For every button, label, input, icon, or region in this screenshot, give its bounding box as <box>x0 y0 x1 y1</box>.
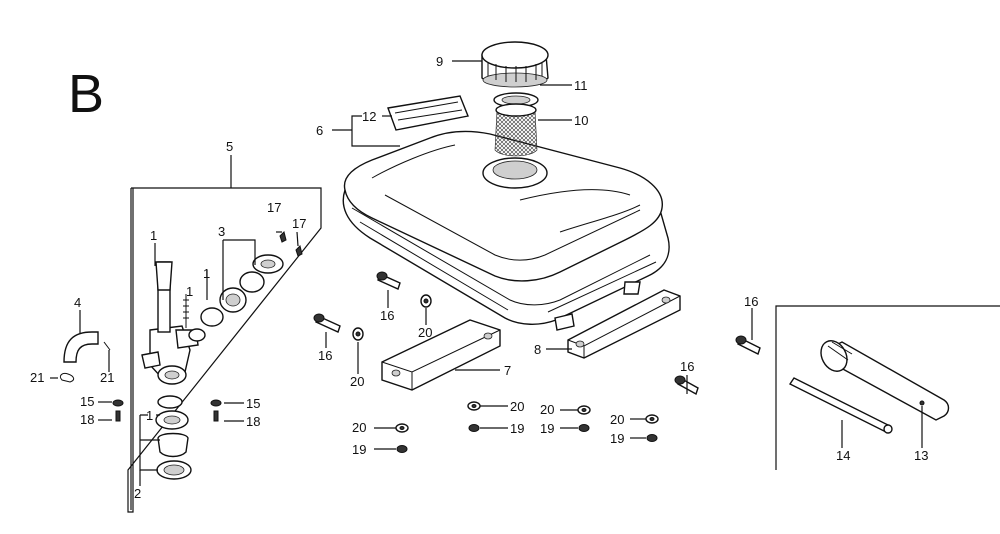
sediment-cup <box>155 395 192 480</box>
cap-gasket <box>493 92 539 108</box>
callout-1-bowl: 1 <box>146 408 153 423</box>
tank-bracket-8 <box>567 289 681 359</box>
callout-10: 10 <box>574 113 588 128</box>
callout-18-left: 18 <box>80 412 94 427</box>
callout-20-a: 20 <box>352 420 366 435</box>
callout-12: 12 <box>362 109 376 124</box>
callout-16-far: 16 <box>744 294 758 309</box>
filler-cap <box>481 41 549 88</box>
callout-13: 13 <box>914 448 928 463</box>
leader-lines <box>50 60 923 486</box>
section-letter: B <box>68 64 104 124</box>
callout-20-b: 20 <box>510 399 524 414</box>
callout-21-left: 21 <box>30 370 44 385</box>
callout-20-c: 20 <box>540 402 554 417</box>
cock-seals <box>188 231 303 342</box>
fuel-strainer <box>494 103 538 157</box>
callout-8: 8 <box>534 342 541 357</box>
fuel-cock-bracket <box>127 155 322 513</box>
callout-17-left: 17 <box>267 200 281 215</box>
fuel-tank <box>342 130 670 331</box>
tool-section <box>775 305 1000 470</box>
callout-21-right: 21 <box>100 370 114 385</box>
callout-19-d: 19 <box>610 431 624 446</box>
tank-bracket-7 <box>381 319 501 391</box>
callout-11: 11 <box>574 78 588 93</box>
callout-numbers: 9 11 10 12 6 5 3 1 1 1 17 17 4 21 21 15 … <box>30 54 928 501</box>
fuel-tube <box>59 331 111 383</box>
callout-17-right: 17 <box>292 216 306 231</box>
callout-2: 2 <box>134 486 141 501</box>
callout-20-tank: 20 <box>418 325 432 340</box>
small-fasteners <box>112 399 222 422</box>
callout-14: 14 <box>836 448 850 463</box>
callout-15-left: 15 <box>80 394 94 409</box>
callout-7: 7 <box>504 363 511 378</box>
callout-18-right: 18 <box>246 414 260 429</box>
callout-16-right: 16 <box>680 359 694 374</box>
callout-9: 9 <box>436 54 443 69</box>
bolts <box>313 271 761 396</box>
fuel-cock <box>141 261 199 385</box>
callout-1-oring: 1 <box>203 266 210 281</box>
callout-4: 4 <box>74 295 81 310</box>
callout-3: 3 <box>218 224 225 239</box>
callout-1-seal: 1 <box>186 284 193 299</box>
tank-emblem <box>387 95 469 131</box>
callout-6: 6 <box>316 123 323 138</box>
callout-20-d: 20 <box>610 412 624 427</box>
callout-19-b: 19 <box>510 421 524 436</box>
callout-19-a: 19 <box>352 442 366 457</box>
callout-19-c: 19 <box>540 421 554 436</box>
callout-1-top: 1 <box>150 228 157 243</box>
callout-5: 5 <box>226 139 233 154</box>
callout-16-tank: 16 <box>380 308 394 323</box>
callout-20-left: 20 <box>350 374 364 389</box>
callout-16-left: 16 <box>318 348 332 363</box>
callout-15-right: 15 <box>246 396 260 411</box>
